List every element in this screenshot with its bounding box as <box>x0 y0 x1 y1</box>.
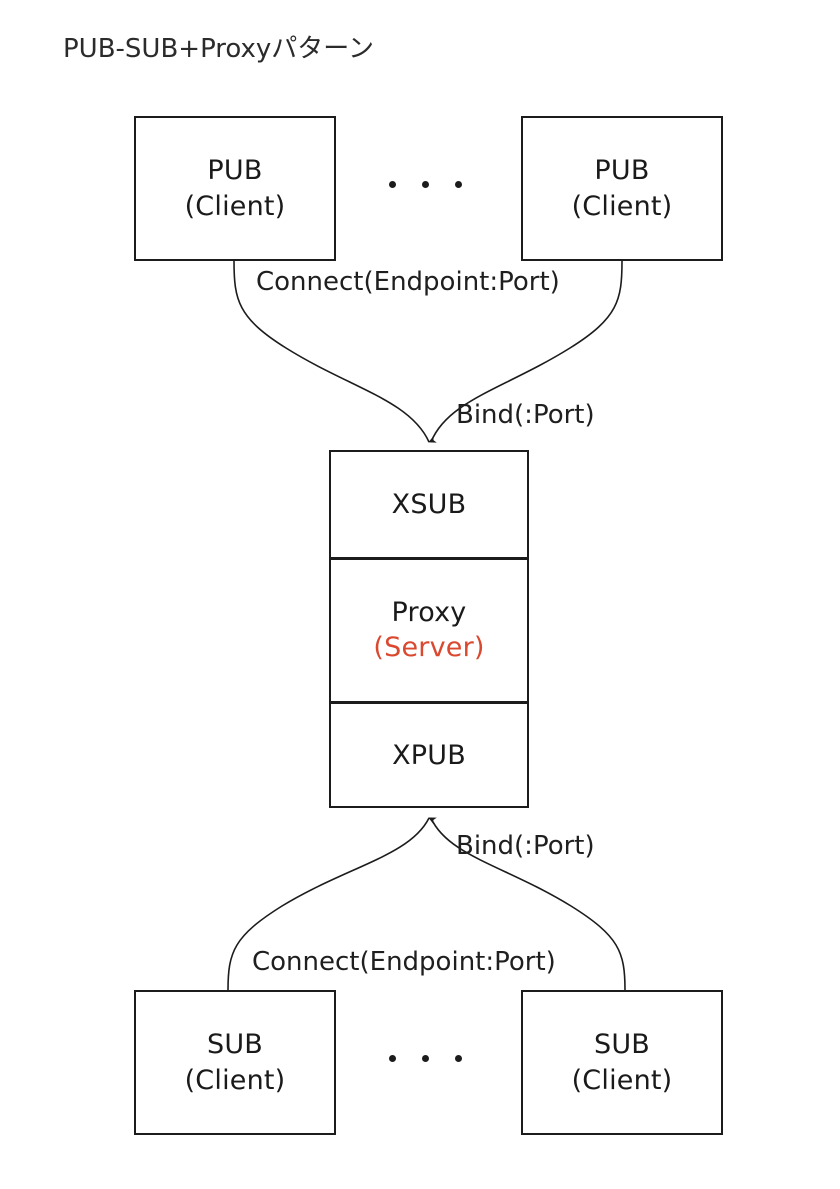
node-pub-right-role: (Client) <box>571 190 673 222</box>
ellipsis-dot <box>422 181 429 188</box>
node-sub-right-role: (Client) <box>571 1064 673 1096</box>
ellipsis-top <box>389 181 462 188</box>
ellipsis-bottom <box>389 1055 462 1062</box>
proxy-section-xsub[interactable]: XSUB <box>331 452 527 557</box>
node-pub-right[interactable]: PUB (Client) <box>521 116 723 261</box>
ellipsis-dot <box>422 1055 429 1062</box>
node-sub-right-name: SUB <box>593 1029 651 1061</box>
ellipsis-dot <box>455 1055 462 1062</box>
proxy-section-core[interactable]: Proxy (Server) <box>331 556 527 702</box>
label-bottom-bind: Bind(:Port) <box>456 831 595 861</box>
node-sub-left-name: SUB <box>206 1029 264 1061</box>
label-top-bind: Bind(:Port) <box>456 400 595 430</box>
proxy-xpub-label: XPUB <box>392 739 466 771</box>
label-bottom-connect: Connect(Endpoint:Port) <box>252 947 556 977</box>
node-pub-left-role: (Client) <box>184 190 286 222</box>
node-pub-right-name: PUB <box>594 155 650 187</box>
node-proxy[interactable]: XSUB Proxy (Server) XPUB <box>329 450 529 808</box>
node-pub-left-name: PUB <box>207 155 263 187</box>
ellipsis-dot <box>389 1055 396 1062</box>
node-sub-left[interactable]: SUB (Client) <box>134 990 336 1135</box>
node-sub-right[interactable]: SUB (Client) <box>521 990 723 1135</box>
proxy-name-label: Proxy <box>391 597 467 629</box>
proxy-xsub-label: XSUB <box>391 488 467 520</box>
proxy-role-label: (Server) <box>373 632 485 664</box>
proxy-section-xpub[interactable]: XPUB <box>331 701 527 806</box>
page-title: PUB-SUB+Proxyパターン <box>63 34 375 64</box>
label-top-connect: Connect(Endpoint:Port) <box>256 267 560 297</box>
ellipsis-dot <box>389 181 396 188</box>
ellipsis-dot <box>455 181 462 188</box>
node-sub-left-role: (Client) <box>184 1064 286 1096</box>
node-pub-left[interactable]: PUB (Client) <box>134 116 336 261</box>
